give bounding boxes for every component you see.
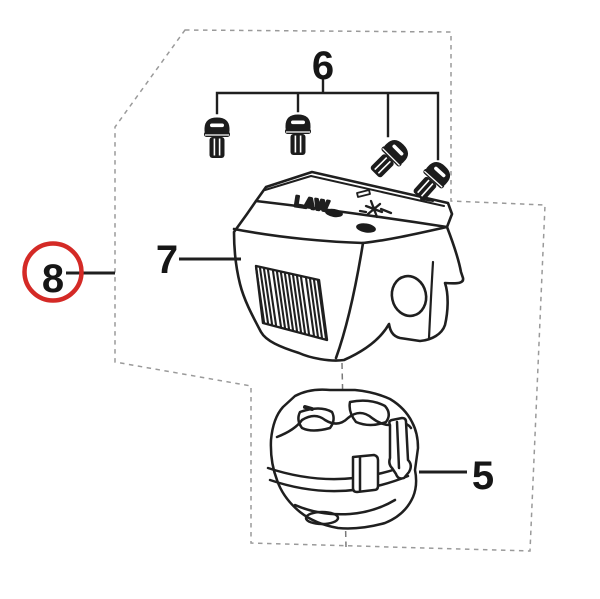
cover-side-hole (390, 274, 428, 318)
callout-6-label[interactable]: 6 (312, 44, 334, 88)
muffler-top-patch-right (348, 399, 390, 427)
callout-6[interactable]: 6 (312, 44, 334, 88)
screw-icon (364, 134, 414, 184)
callout-7[interactable]: 7 (156, 238, 178, 282)
callout-7-label[interactable]: 7 (156, 238, 178, 282)
choke-symbol-icon (358, 199, 393, 219)
callout-5-label[interactable]: 5 (472, 454, 494, 498)
muffler-bottom-detail (293, 498, 397, 516)
cover-lid-slot (356, 189, 371, 198)
cover-lid-inner-rim (264, 175, 445, 207)
muffler-outlet-bracket (388, 416, 412, 480)
muffler-tab (351, 453, 380, 494)
cover-right-top-edge (361, 225, 449, 245)
cover-front-right-edge (334, 241, 365, 360)
cover-lid-bottom-edge (254, 199, 449, 229)
callout-8-label[interactable]: 8 (42, 257, 64, 301)
muffler-top-patch-left (297, 407, 335, 432)
cover-shoulder-line (232, 227, 365, 245)
callout-5[interactable]: 5 (472, 454, 494, 498)
highlight-circle[interactable] (22, 241, 84, 303)
cover-oval-boss-left (325, 208, 343, 218)
assembly-boundary-dashed-outline (114, 29, 546, 552)
muffler-cover-part-7: LAW (232, 170, 465, 362)
muffler-bottom-oval (304, 510, 340, 526)
part-6-leader-bracket (215, 78, 440, 161)
cover-flange-fold-line (427, 260, 435, 340)
muffler-body-part-5 (266, 388, 420, 530)
cover-oval-boss-right (356, 223, 376, 233)
callout-8-highlighted[interactable]: 8 (22, 241, 84, 303)
screw-icon (203, 117, 231, 159)
muffler-dot-mark (303, 405, 314, 411)
screw-icon (284, 114, 312, 156)
vent-slats (254, 265, 328, 341)
